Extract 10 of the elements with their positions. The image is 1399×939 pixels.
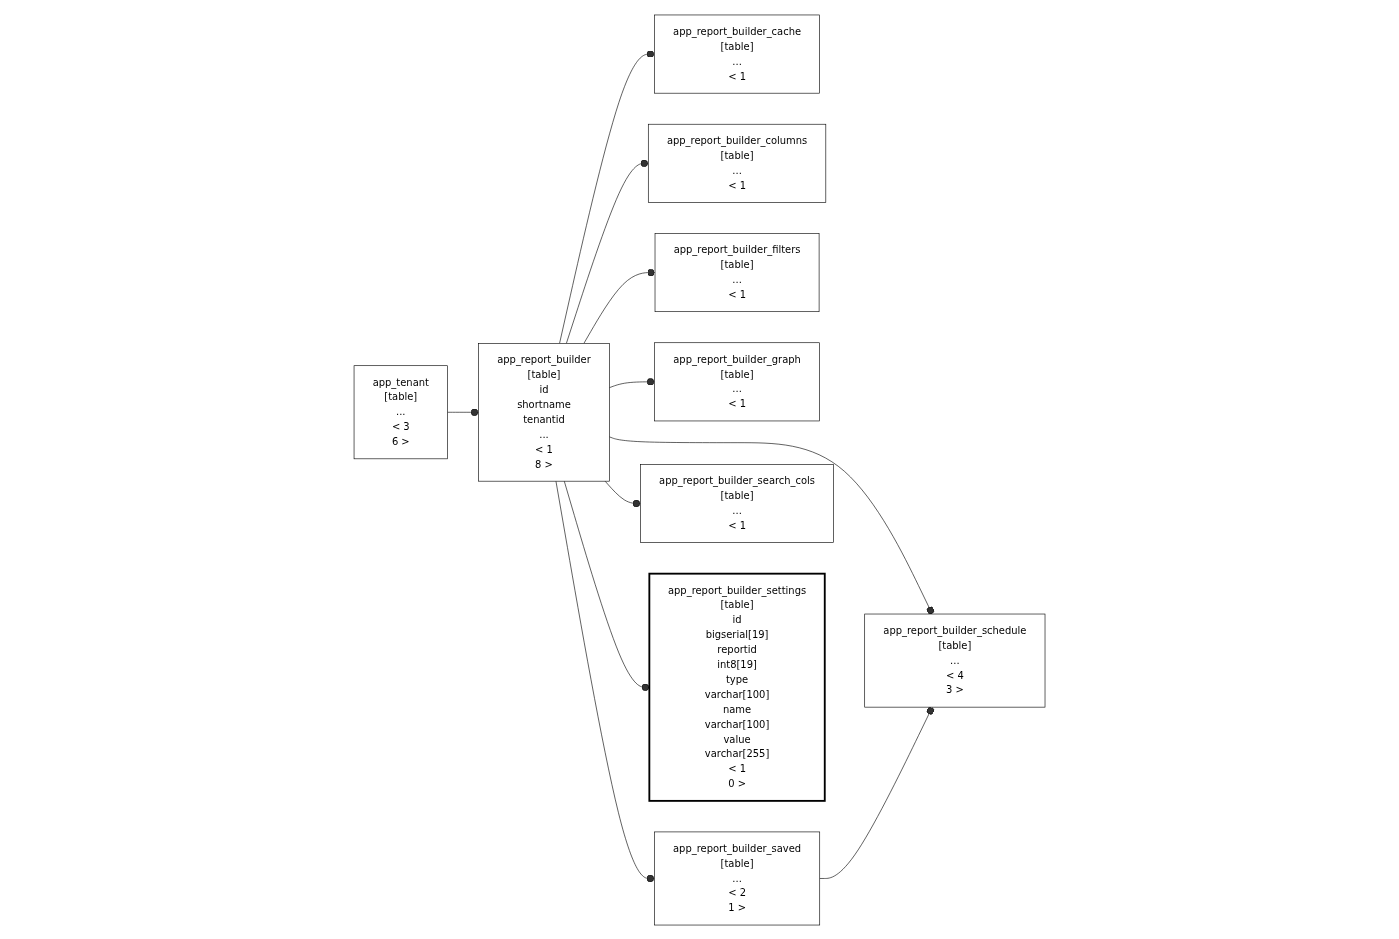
- node-box: app_report_builder_graph [table] ... < 1: [654, 341, 820, 421]
- node-box: app_report_builder_schedule [table] ... < 4 3 >: [864, 613, 1046, 707]
- node-box: app_report_builder_search_cols [table] ... < 1: [640, 463, 834, 543]
- node-box: app_report_builder [table] id shortname tenantid ... < 1 8 >: [478, 342, 610, 481]
- node-box: app_report_builder_saved [table] ... < 2 1 >: [654, 831, 820, 925]
- node-box: app_report_builder_cache [table] ... < 1: [654, 14, 820, 93]
- node-box: app_report_builder_filters [table] ... < 1: [654, 232, 820, 312]
- node-box: app_tenant [table] ... < 3 6 >: [353, 364, 448, 459]
- node-box: app_report_builder_settings [table] id bigserial[19] reportid int8[19] type varchar[100] name varchar[100] value varchar[255] < 1 0 >: [648, 572, 826, 802]
- node-box: app_report_builder_columns [table] ... < 1: [647, 123, 827, 203]
